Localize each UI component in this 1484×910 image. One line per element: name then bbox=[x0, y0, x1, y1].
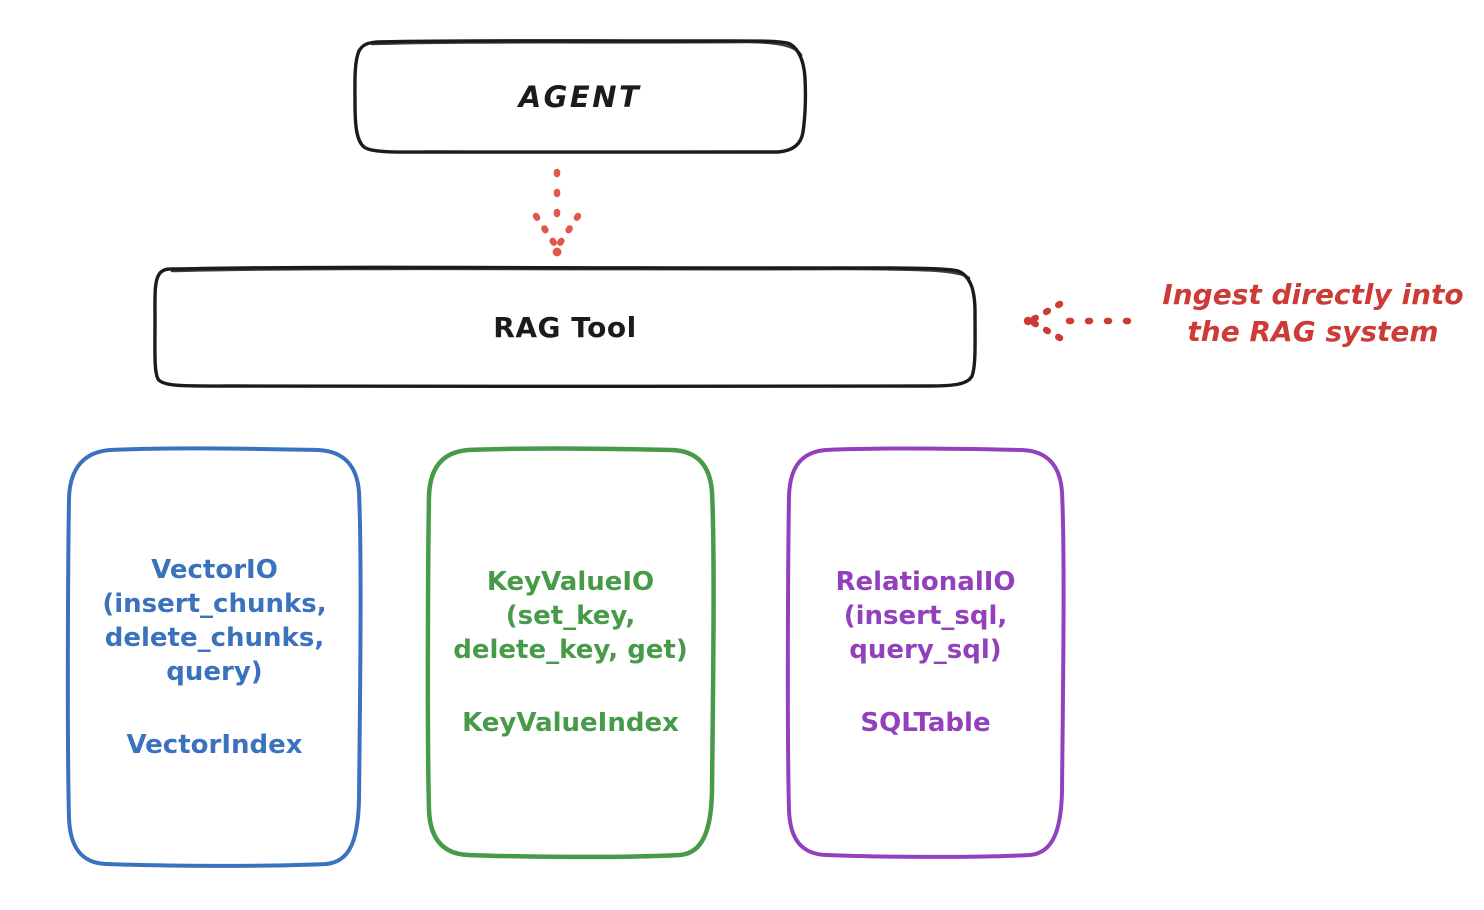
key-value-io-index-label: KeyValueIndex bbox=[462, 707, 679, 738]
agent-to-rag-tool-arrow bbox=[532, 168, 582, 257]
key-value-io-box-outline[interactable] bbox=[425, 446, 716, 860]
key-value-io-api-label: KeyValueIO (set_key, delete_key, get) bbox=[453, 567, 688, 665]
relational-io-index-label: SQLTable bbox=[860, 707, 991, 738]
relational-io-node[interactable]: RelationalIO (insert_sql, query_sql) SQL… bbox=[788, 448, 1063, 856]
vector-io-node[interactable]: VectorIO (insert_chunks, delete_chunks, … bbox=[68, 448, 361, 866]
relational-io-api-label: RelationalIO (insert_sql, query_sql) bbox=[835, 567, 1016, 665]
key-value-io-node[interactable]: KeyValueIO (set_key, delete_key, get) Ke… bbox=[428, 448, 713, 856]
agent-node[interactable]: AGENT bbox=[355, 41, 805, 153]
relational-io-box-outline[interactable] bbox=[785, 446, 1066, 859]
vector-io-index-label: VectorIndex bbox=[126, 729, 303, 760]
vector-io-api-label: VectorIO (insert_chunks, delete_chunks, … bbox=[102, 555, 327, 687]
ingest-to-rag-tool-arrow bbox=[1023, 300, 1132, 342]
rag-tool-label: RAG Tool bbox=[493, 310, 637, 344]
rag-tool-node[interactable]: RAG Tool bbox=[155, 268, 975, 386]
ingest-annotation-label: Ingest directly into the RAG system bbox=[1162, 278, 1464, 348]
vector-io-box-outline[interactable] bbox=[65, 446, 363, 868]
agent-label: AGENT bbox=[518, 80, 642, 114]
agent-box-outline-overdraw bbox=[370, 40, 803, 57]
rag-tool-box-outline-overdraw bbox=[170, 267, 971, 280]
